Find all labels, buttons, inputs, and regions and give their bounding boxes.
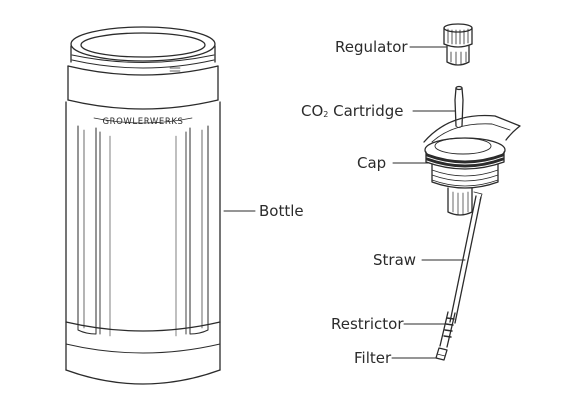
label-restrictor: Restrictor <box>331 315 403 333</box>
filter-text: Filter <box>354 349 392 367</box>
cartridge-text: Cartridge <box>328 102 404 120</box>
co2-text: CO <box>301 102 324 120</box>
co2-subscript: 2 <box>323 110 329 119</box>
bottle-rim-outer <box>70 26 216 62</box>
co2-cartridge-illustration <box>454 85 464 128</box>
label-co2-cartridge: CO2 Cartridge <box>301 102 403 124</box>
straw-illustration <box>449 195 482 324</box>
label-cap: Cap <box>357 154 386 172</box>
cap-text: Cap <box>357 154 387 172</box>
restrictor-illustration <box>439 311 456 348</box>
bottle-text: Bottle <box>259 202 304 220</box>
leader-lines <box>223 46 466 359</box>
filter-illustration <box>435 347 448 361</box>
regulator-illustration <box>443 23 473 66</box>
brand-logo: GROWLERWERKS <box>102 117 183 127</box>
bottle-rim-inner <box>80 32 206 58</box>
restrictor-text: Restrictor <box>331 315 404 333</box>
label-regulator: Regulator <box>335 38 408 56</box>
regulator-text: Regulator <box>335 38 408 56</box>
label-bottle: Bottle <box>259 202 304 220</box>
bottle-illustration <box>65 26 221 385</box>
label-straw: Straw <box>373 251 416 269</box>
straw-text: Straw <box>373 251 417 269</box>
label-filter: Filter <box>354 349 391 367</box>
cap-illustration <box>423 114 521 216</box>
